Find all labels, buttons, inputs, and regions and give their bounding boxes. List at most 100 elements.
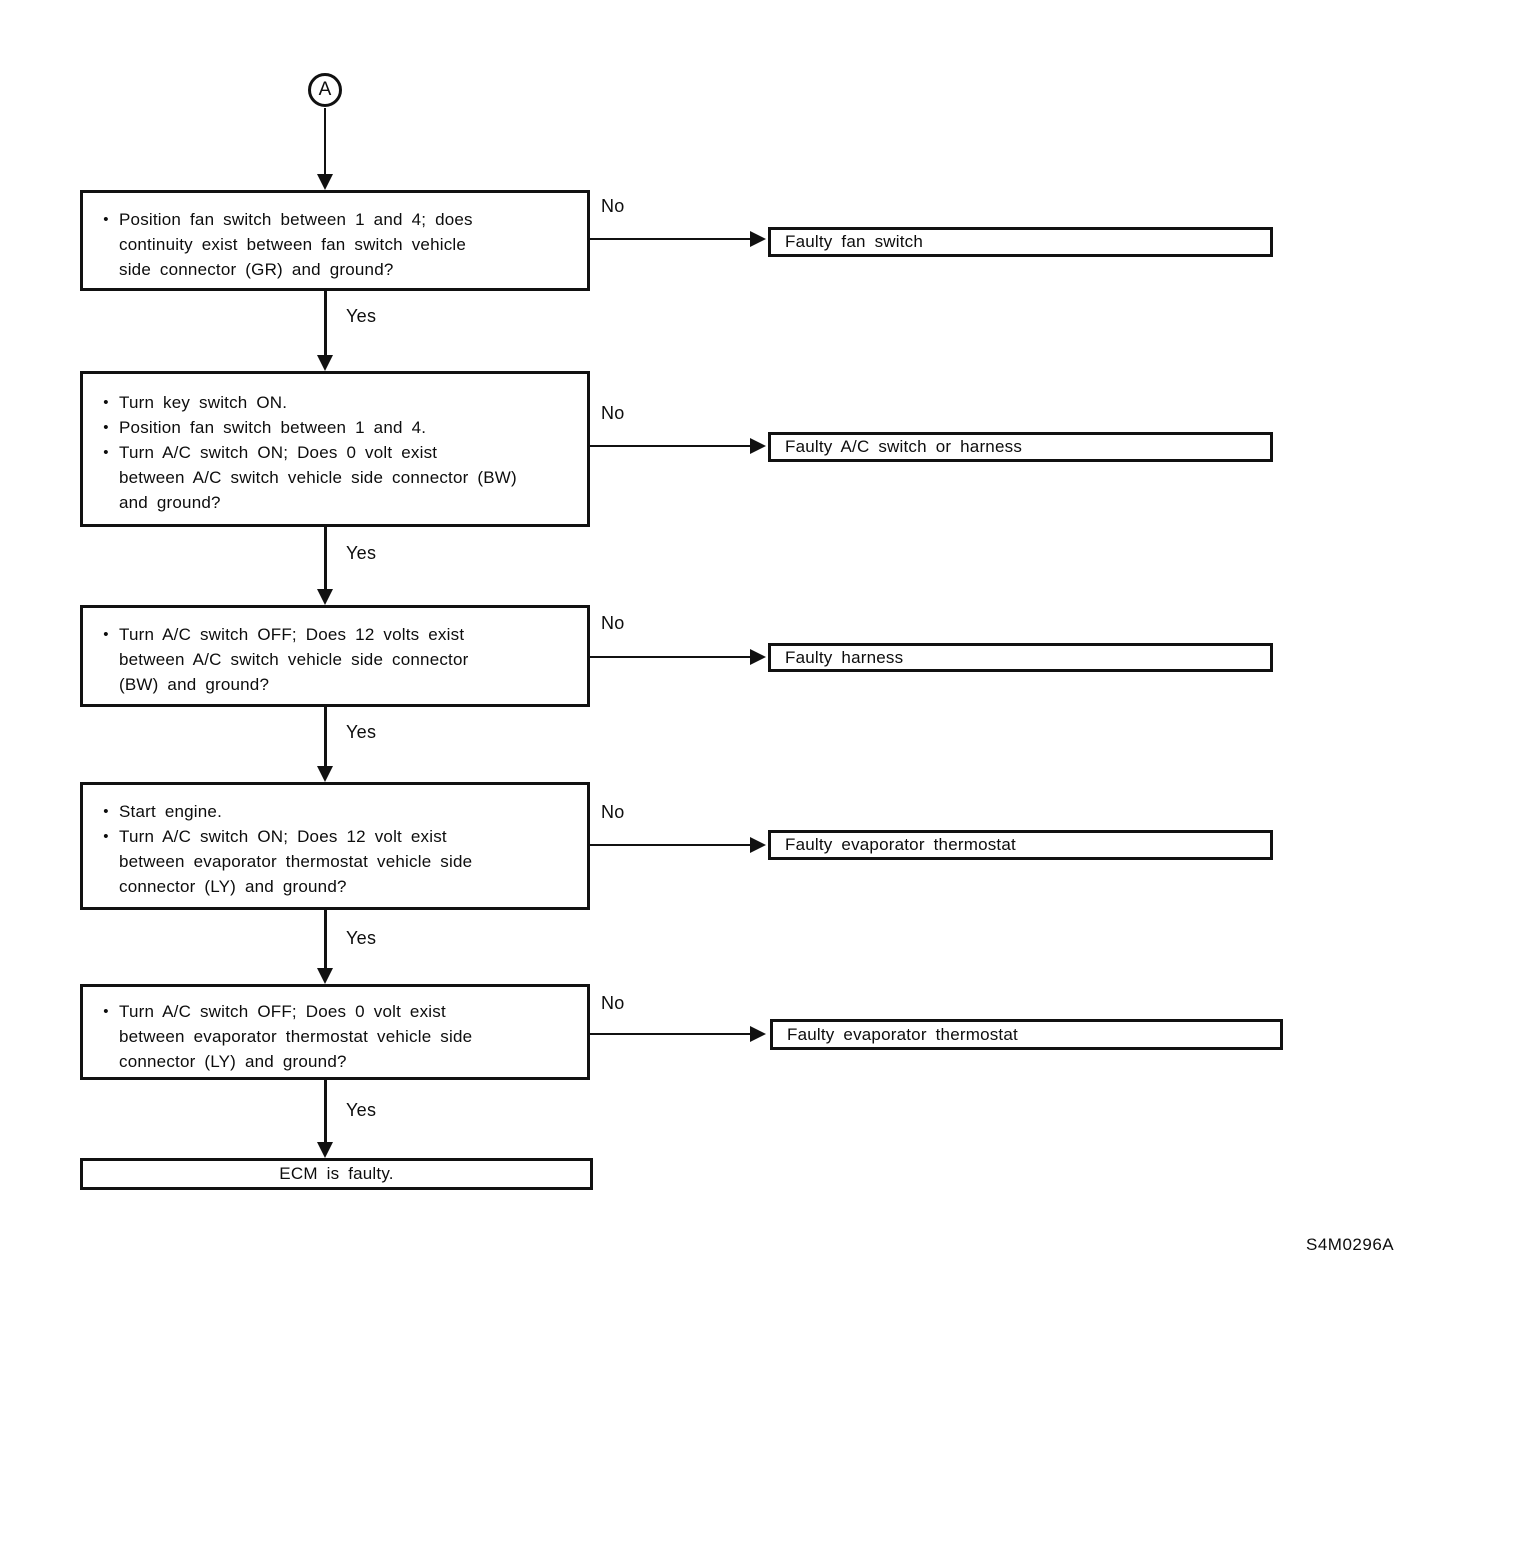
- step-1-result-box: Faulty fan switch: [768, 227, 1273, 257]
- question-text: Turn A/C switch OFF; Does 0 volt exist: [119, 1002, 446, 1021]
- bullet-icon: •: [103, 419, 109, 436]
- no-connector-line: [590, 844, 752, 846]
- yes-connector-line: [324, 1080, 327, 1142]
- no-connector-line: [590, 238, 752, 240]
- yes-connector-line: [324, 707, 327, 766]
- yes-connector-line: [324, 291, 327, 355]
- bullet-icon: •: [103, 211, 109, 228]
- question-text: between evaporator thermostat vehicle si…: [119, 1027, 473, 1046]
- bullet-icon: •: [103, 803, 109, 820]
- arrow-right-icon: [750, 438, 766, 454]
- arrow-right-icon: [750, 649, 766, 665]
- arrow-right-icon: [750, 231, 766, 247]
- question-text: connector (LY) and ground?: [119, 877, 347, 896]
- no-connector-line: [590, 445, 752, 447]
- question-line: • Position fan switch between 1 and 4; do…: [93, 207, 579, 232]
- yes-connector-line: [324, 527, 327, 589]
- no-label-3: No: [601, 613, 625, 633]
- question-text: between A/C switch vehicle side connecto…: [119, 468, 517, 487]
- question-line: between A/C switch vehicle side connecto…: [93, 465, 579, 490]
- question-line: between evaporator thermostat vehicle si…: [93, 1024, 579, 1049]
- step-2-question-box: • Turn key switch ON. • Position fan switc…: [80, 371, 590, 527]
- bullet-icon: •: [103, 828, 109, 845]
- question-line: • Turn key switch ON.: [93, 390, 579, 415]
- question-text: between A/C switch vehicle side connecto…: [119, 650, 469, 669]
- result-text: Faulty harness: [785, 647, 904, 667]
- arrow-right-icon: [750, 1026, 766, 1042]
- bullet-icon: •: [103, 394, 109, 411]
- bullet-icon: •: [103, 1003, 109, 1020]
- yes-label-2: Yes: [346, 543, 377, 563]
- bullet-spacer: [93, 490, 119, 515]
- no-connector-line: [590, 656, 752, 658]
- question-text: and ground?: [119, 493, 221, 512]
- no-label-4: No: [601, 802, 625, 822]
- no-label-1: No: [601, 196, 625, 216]
- yes-label-3: Yes: [346, 722, 377, 742]
- arrow-down-icon: [317, 766, 333, 782]
- final-result-text: ECM is faulty.: [279, 1164, 394, 1183]
- step-3-question-box: • Turn A/C switch OFF; Does 12 volts exis…: [80, 605, 590, 707]
- question-text: Position fan switch between 1 and 4.: [119, 418, 427, 437]
- result-text: Faulty A/C switch or harness: [785, 437, 1023, 456]
- question-text: Position fan switch between 1 and 4; doe…: [119, 210, 473, 229]
- arrow-down-icon: [317, 1142, 333, 1158]
- no-label-5: No: [601, 993, 625, 1013]
- question-line: continuity exist between fan switch vehi…: [93, 232, 579, 257]
- bullet-icon: •: [103, 444, 109, 461]
- arrow-right-icon: [750, 837, 766, 853]
- question-line: connector (LY) and ground?: [93, 874, 579, 899]
- bullet-spacer: [93, 257, 119, 282]
- question-line: and ground?: [93, 490, 579, 515]
- question-line: (BW) and ground?: [93, 672, 579, 697]
- question-text: connector (LY) and ground?: [119, 1052, 347, 1071]
- question-line: between evaporator thermostat vehicle si…: [93, 849, 579, 874]
- step-3-result-box: Faulty harness: [768, 643, 1273, 672]
- question-text: Turn A/C switch OFF; Does 12 volts exist: [119, 625, 465, 644]
- figure-code: S4M0296A: [1306, 1235, 1395, 1254]
- result-text: Faulty evaporator thermostat: [785, 835, 1016, 854]
- question-line: • Position fan switch between 1 and 4.: [93, 415, 579, 440]
- no-label-2: No: [601, 403, 625, 423]
- final-result-box: ECM is faulty.: [80, 1158, 593, 1190]
- bullet-spacer: [93, 672, 119, 697]
- question-text: Turn A/C switch ON; Does 12 volt exist: [119, 827, 447, 846]
- bullet-spacer: [93, 874, 119, 899]
- step-5-question-box: •Turn A/C switch OFF; Does 0 volt exist …: [80, 984, 590, 1080]
- step-2-result-box: Faulty A/C switch or harness: [768, 432, 1273, 462]
- question-line: connector (LY) and ground?: [93, 1049, 579, 1074]
- arrow-down-icon: [317, 968, 333, 984]
- step-4-result-box: Faulty evaporator thermostat: [768, 830, 1273, 860]
- connector-a-node: A: [308, 73, 342, 107]
- arrow-down-icon: [317, 589, 333, 605]
- yes-label-1: Yes: [346, 306, 377, 326]
- bullet-spacer: [93, 849, 119, 874]
- arrow-down-icon: [317, 355, 333, 371]
- result-text: Faulty evaporator thermostat: [787, 1024, 1018, 1044]
- question-text: side connector (GR) and ground?: [119, 260, 394, 279]
- result-text: Faulty fan switch: [785, 232, 924, 251]
- question-line: • Turn A/C switch OFF; Does 0 volt exist: [93, 999, 579, 1024]
- bullet-spacer: [93, 232, 119, 257]
- bullet-spacer: [93, 1049, 119, 1074]
- question-text: Turn key switch ON.: [119, 393, 288, 412]
- bullet-spacer: [93, 647, 119, 672]
- question-text: between evaporator thermostat vehicle si…: [119, 852, 473, 871]
- step-5-result-box: Faulty evaporator thermostat: [770, 1019, 1283, 1050]
- question-text: (BW) and ground?: [119, 675, 270, 694]
- question-line: • Turn A/C switch ON; Does 12 volt exist: [93, 824, 579, 849]
- question-line: side connector (GR) and ground?: [93, 257, 579, 282]
- question-line: • Start engine.: [93, 799, 579, 824]
- question-text: Turn A/C switch ON; Does 0 volt exist: [119, 443, 438, 462]
- question-text: Start engine.: [119, 802, 222, 821]
- bullet-icon: •: [103, 626, 109, 643]
- question-line: between A/C switch vehicle side connecto…: [93, 647, 579, 672]
- arrow-down-icon: [317, 174, 333, 190]
- question-line: • Turn A/C switch OFF; Does 12 volts exis…: [93, 622, 579, 647]
- yes-label-5: Yes: [346, 1100, 377, 1120]
- step-4-question-box: • Start engine. • Turn A/C switch ON; Does…: [80, 782, 590, 910]
- bullet-spacer: [93, 465, 119, 490]
- no-connector-line: [590, 1033, 752, 1035]
- question-text: continuity exist between fan switch vehi…: [119, 235, 467, 254]
- question-line: • Turn A/C switch ON; Does 0 volt exist: [93, 440, 579, 465]
